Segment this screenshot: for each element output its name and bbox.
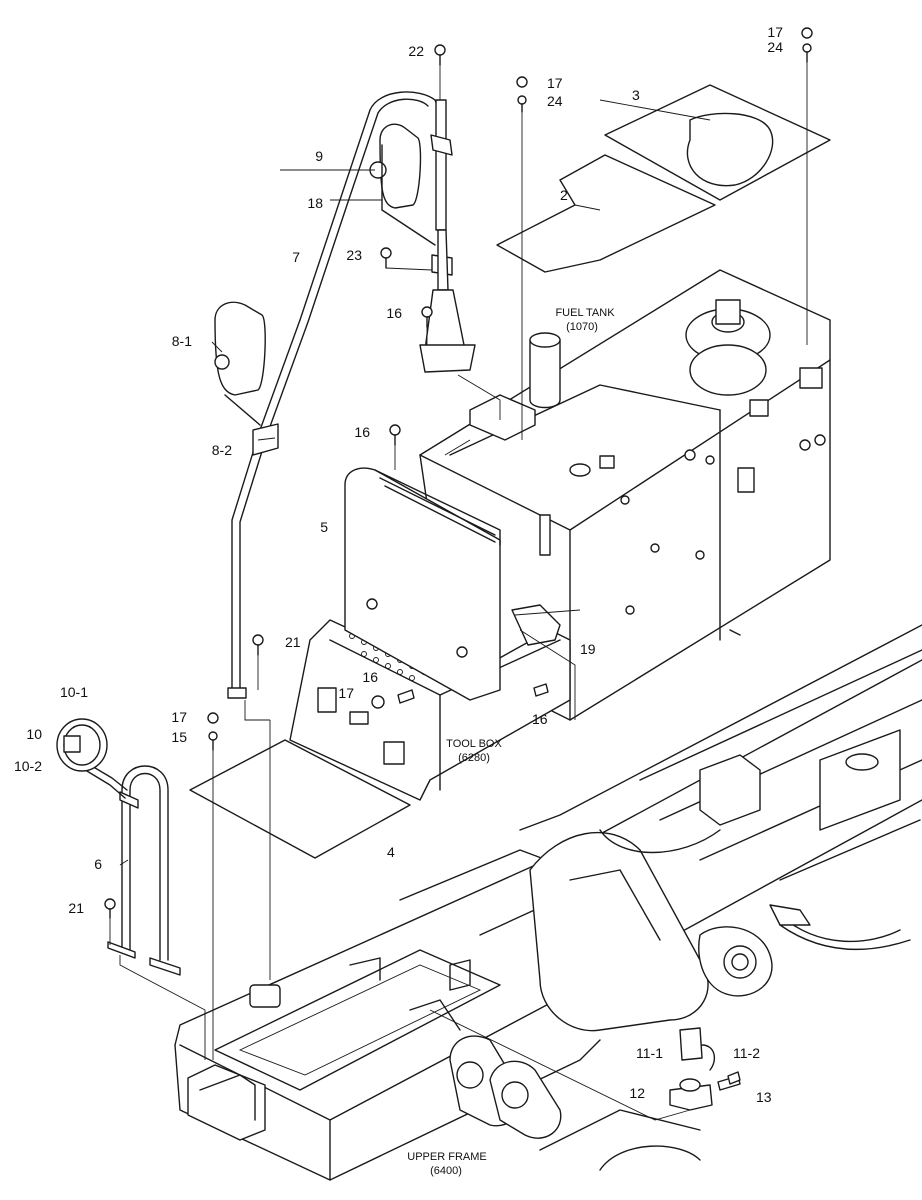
leader-lines [109, 62, 808, 1121]
callout-10-2: 10-2 [14, 758, 42, 774]
callout-15: 15 [171, 729, 187, 745]
callout-21: 21 [285, 634, 301, 650]
tool-box-caption: TOOL BOX [446, 738, 502, 750]
callout-16: 16 [532, 711, 548, 727]
callout-17: 17 [547, 75, 563, 91]
assembly-captions: FUEL TANK (1070) TOOL BOX (6280) UPPER F… [407, 307, 615, 1177]
callout-16: 16 [362, 669, 378, 685]
callout-17: 17 [767, 24, 783, 40]
callout-5: 5 [320, 519, 328, 535]
upper-frame-drawing [174, 624, 922, 1181]
tool-box-ref: (6280) [458, 752, 490, 764]
upper-frame-caption: UPPER FRAME [407, 1151, 486, 1163]
callout-10-1: 10-1 [60, 684, 88, 700]
callout-2: 2 [560, 187, 568, 203]
callout-16: 16 [386, 305, 402, 321]
callout-19: 19 [580, 641, 596, 657]
fuel-tank-caption: FUEL TANK [555, 307, 615, 319]
upper-frame-ref: (6400) [430, 1165, 462, 1177]
callout-4: 4 [387, 844, 395, 860]
mirror-stay-assembly [214, 91, 476, 699]
handrail-assembly [56, 718, 181, 976]
callout-7: 7 [292, 249, 300, 265]
callout-11-2: 11-2 [733, 1045, 760, 1061]
callout-24: 24 [767, 39, 783, 55]
callout-17: 17 [338, 685, 354, 701]
callout-9: 9 [315, 148, 323, 164]
callout-6: 6 [94, 856, 102, 872]
step-plate-2 [496, 154, 716, 273]
callout-21: 21 [68, 900, 84, 916]
fuel-tank-ref: (1070) [566, 321, 598, 333]
callout-3: 3 [632, 87, 640, 103]
callout-11-1: 11-1 [636, 1045, 663, 1061]
tool-box-drawing [289, 467, 571, 801]
callout-23: 23 [346, 247, 362, 263]
step-plate-3 [604, 84, 831, 201]
callout-labels: 22 17 24 17 24 3 9 2 18 7 23 16 8-1 8-2 … [14, 24, 783, 1105]
callout-24: 24 [547, 93, 563, 109]
step-plate-4 [189, 739, 411, 859]
callout-8-1: 8-1 [172, 333, 192, 349]
callout-13: 13 [756, 1089, 772, 1105]
callout-10: 10 [26, 726, 42, 742]
small-hardware [511, 604, 741, 1111]
callout-12: 12 [629, 1085, 645, 1101]
callout-16: 16 [354, 424, 370, 440]
bolts [104, 27, 813, 1085]
callout-22: 22 [408, 43, 424, 59]
callout-17: 17 [171, 709, 187, 725]
callout-8-2: 8-2 [212, 442, 232, 458]
callout-18: 18 [307, 195, 323, 211]
